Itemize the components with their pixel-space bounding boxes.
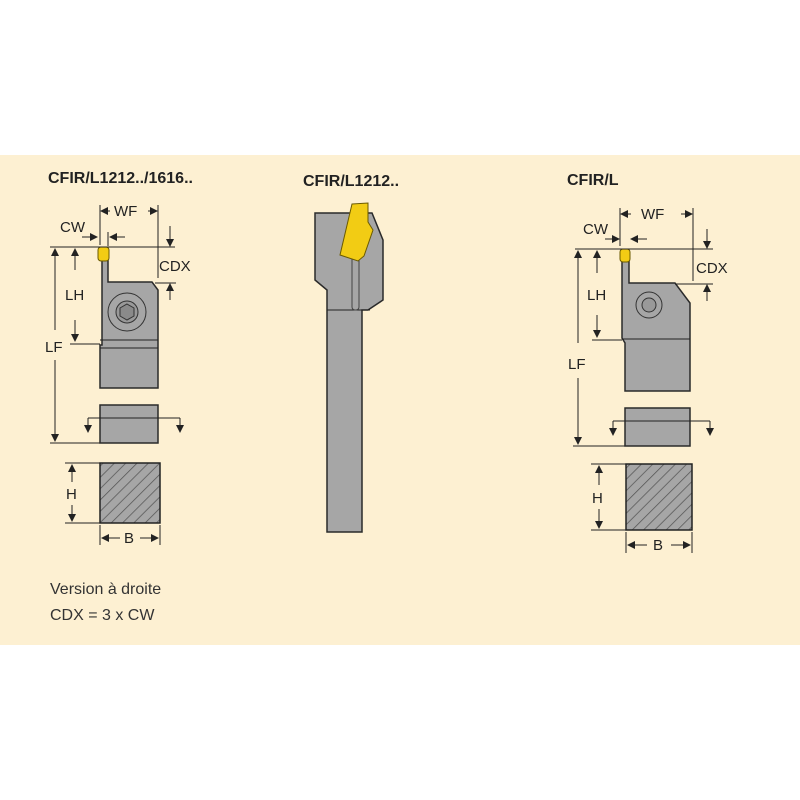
tool-diagram-right: CFIR/L WF CW CDX LH LF H B <box>567 172 728 554</box>
b-label: B <box>124 530 134 547</box>
cw-label: CW <box>60 219 86 236</box>
insert <box>97 246 110 262</box>
diagram-title: CFIR/L1212../1616.. <box>48 170 193 187</box>
cross-section <box>625 463 693 531</box>
tool-head <box>621 260 691 392</box>
lh-label: LH <box>65 287 84 304</box>
insert <box>339 202 374 262</box>
diagram-title: CFIR/L1212.. <box>303 173 399 190</box>
clamp-pin <box>351 254 360 311</box>
h-label: H <box>592 490 603 507</box>
note-version: Version à droite <box>50 581 161 598</box>
lf-label: LF <box>45 339 63 356</box>
tool-shank <box>99 404 159 444</box>
wf-label: WF <box>114 203 137 220</box>
b-label: B <box>653 537 663 554</box>
tool-shank <box>624 407 691 447</box>
note-cdx: CDX = 3 x CW <box>50 607 155 624</box>
h-label: H <box>66 486 77 503</box>
background-panel <box>0 155 800 645</box>
diagram-title: CFIR/L <box>567 172 619 189</box>
cdx-label: CDX <box>696 260 728 277</box>
wf-label: WF <box>641 206 664 223</box>
cw-label: CW <box>583 221 609 238</box>
lf-label: LF <box>568 356 586 373</box>
tool-diagram-middle: CFIR/L1212.. <box>303 173 399 533</box>
cross-section <box>99 462 161 524</box>
insert <box>619 248 631 263</box>
lh-label: LH <box>587 287 606 304</box>
tool-diagram-left: CFIR/L1212../1616.. WF CW CDX LH LF H B <box>45 170 193 547</box>
cdx-label: CDX <box>159 258 191 275</box>
